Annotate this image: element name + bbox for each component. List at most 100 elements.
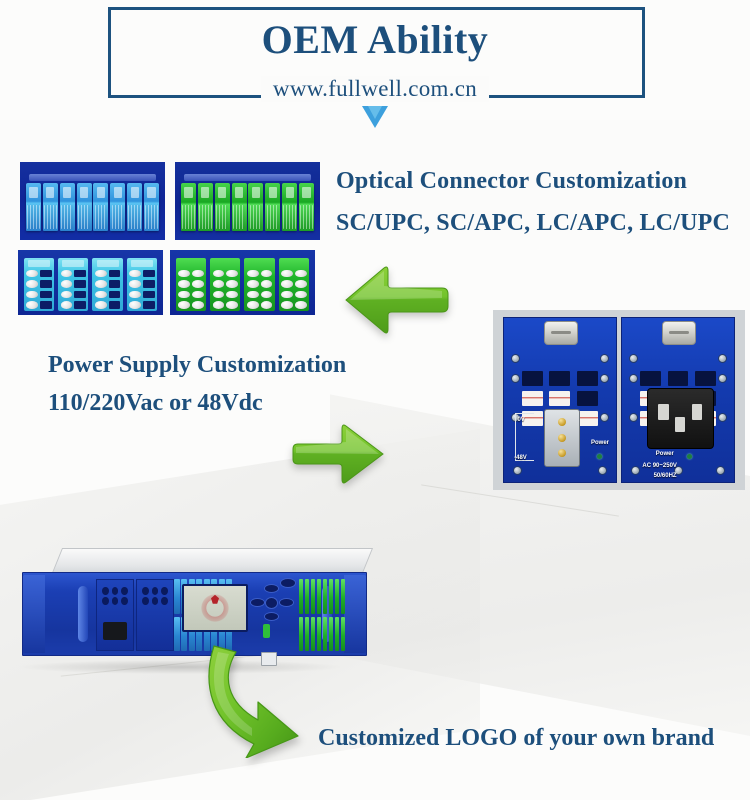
lc-upc-blue-connector-panel bbox=[18, 250, 163, 315]
sc-apc-green-connector-panel bbox=[175, 162, 320, 240]
screw-icon bbox=[629, 373, 638, 383]
rack-handle-right bbox=[322, 586, 332, 642]
ac-power-module: Power AC 90~250V 50/60HZ bbox=[621, 317, 735, 483]
lc-ferrule-grid bbox=[212, 269, 239, 309]
dc-power-module: 0V -48V Power bbox=[503, 317, 617, 483]
sc-connector bbox=[127, 183, 143, 232]
lc-cap bbox=[131, 259, 153, 268]
sc-connector bbox=[93, 183, 109, 232]
lc-module bbox=[23, 257, 55, 312]
rack-keypad[interactable] bbox=[250, 578, 296, 628]
voltage-low-label: -48V bbox=[514, 454, 527, 461]
lc-module bbox=[244, 257, 275, 312]
screw-icon bbox=[718, 373, 728, 383]
key-down[interactable] bbox=[264, 612, 279, 621]
ac-rating-line2: 50/60HZ bbox=[653, 472, 677, 479]
sc-connector bbox=[265, 183, 281, 232]
sc-row bbox=[174, 616, 232, 651]
screw-icon bbox=[718, 354, 728, 364]
sc-connector bbox=[248, 183, 264, 232]
screw-icon bbox=[600, 413, 609, 423]
panel-rail bbox=[28, 174, 157, 182]
sc-connector bbox=[42, 183, 58, 232]
voltage-bracket bbox=[515, 412, 535, 461]
lc-ferrule-grid bbox=[94, 269, 121, 309]
lc-ferrule-grid bbox=[246, 269, 273, 309]
lc-ferrule-grid bbox=[60, 269, 87, 309]
sc-connector bbox=[299, 183, 315, 232]
power-led-icon bbox=[597, 453, 603, 459]
screw-icon bbox=[673, 466, 683, 476]
rack-handle-left bbox=[78, 586, 88, 642]
brand-logo-icon bbox=[200, 593, 230, 623]
screw-icon bbox=[600, 354, 609, 364]
lc-ferrule-grid bbox=[178, 269, 204, 309]
sc-connector bbox=[282, 183, 298, 232]
curved-arrow-icon bbox=[196, 640, 376, 758]
screw-icon bbox=[718, 413, 728, 423]
connector-row bbox=[175, 257, 310, 312]
rack-chassis-2u-photo bbox=[22, 548, 374, 666]
iec-ac-inlet bbox=[646, 388, 714, 450]
rack-power-module-2 bbox=[136, 579, 277, 666]
lc-ferrule-grid bbox=[281, 269, 307, 309]
optical-subheading: SC/UPC, SC/APC, LC/APC, LC/UPC bbox=[336, 210, 731, 236]
rj45-port bbox=[261, 652, 277, 666]
ac-rating-line1: AC 90~250V bbox=[642, 462, 677, 469]
thumbscrew-icon bbox=[662, 321, 697, 346]
website-url-wrap: www.fullwell.com.cn bbox=[0, 76, 750, 102]
optical-heading: Optical Connector Customization bbox=[336, 168, 688, 194]
lc-cap bbox=[96, 259, 119, 268]
lc-module bbox=[210, 257, 241, 312]
lc-ferrule-grid bbox=[129, 269, 155, 309]
screw-icon bbox=[629, 413, 638, 423]
right-arrow-icon bbox=[288, 418, 393, 490]
rack-ear-right bbox=[344, 575, 366, 653]
sc-upc-blue-connector-panel bbox=[20, 162, 165, 240]
dc-connector bbox=[544, 409, 580, 468]
rack-power-module-1 bbox=[96, 579, 134, 651]
rack-green-connector-bank bbox=[299, 579, 345, 651]
panel-rail bbox=[183, 174, 312, 182]
vent-dots bbox=[102, 587, 128, 606]
left-arrow-icon bbox=[336, 258, 456, 342]
screw-icon bbox=[513, 466, 522, 476]
sc-connector bbox=[76, 183, 92, 232]
voltage-high-label: 0V bbox=[517, 416, 525, 423]
sc-connector bbox=[110, 183, 126, 232]
lc-cap bbox=[28, 259, 50, 268]
key-up[interactable] bbox=[264, 584, 279, 593]
rack-lcd-display[interactable] bbox=[182, 584, 248, 632]
status-led-icon bbox=[263, 624, 270, 638]
power-supply-inner: 0V -48V Power bbox=[503, 317, 735, 483]
vent-dots bbox=[142, 587, 168, 606]
key-left[interactable] bbox=[250, 598, 265, 607]
lc-cap bbox=[62, 259, 85, 268]
lc-apc-green-connector-panel bbox=[170, 250, 315, 315]
down-arrow-inner-icon bbox=[368, 106, 382, 119]
sc-connector bbox=[197, 183, 213, 232]
key-right[interactable] bbox=[279, 598, 294, 607]
power-subheading: 110/220Vac or 48Vdc bbox=[48, 390, 263, 416]
website-url[interactable]: www.fullwell.com.cn bbox=[260, 76, 490, 102]
page-title: OEM Ability bbox=[261, 17, 489, 62]
key-menu[interactable] bbox=[280, 578, 296, 588]
rack-shadow bbox=[20, 660, 340, 674]
ventilation-grid bbox=[521, 370, 598, 427]
connector-row bbox=[25, 183, 160, 232]
sc-connector bbox=[25, 183, 41, 232]
screw-icon bbox=[510, 354, 520, 364]
logo-heading: Customized LOGO of your own brand bbox=[318, 725, 715, 751]
power-led-icon bbox=[687, 453, 693, 459]
ac-power-label: Power bbox=[655, 451, 674, 458]
screw-icon bbox=[600, 373, 609, 383]
lc-ferrule-grid bbox=[26, 269, 52, 309]
screw-icon bbox=[510, 373, 520, 383]
green-row bbox=[299, 616, 345, 651]
power-supply-modules-photo: 0V -48V Power bbox=[493, 310, 745, 490]
sc-connector bbox=[144, 183, 160, 232]
key-enter[interactable] bbox=[265, 597, 278, 609]
thumbscrew-icon bbox=[543, 321, 578, 346]
screw-icon bbox=[597, 466, 607, 476]
